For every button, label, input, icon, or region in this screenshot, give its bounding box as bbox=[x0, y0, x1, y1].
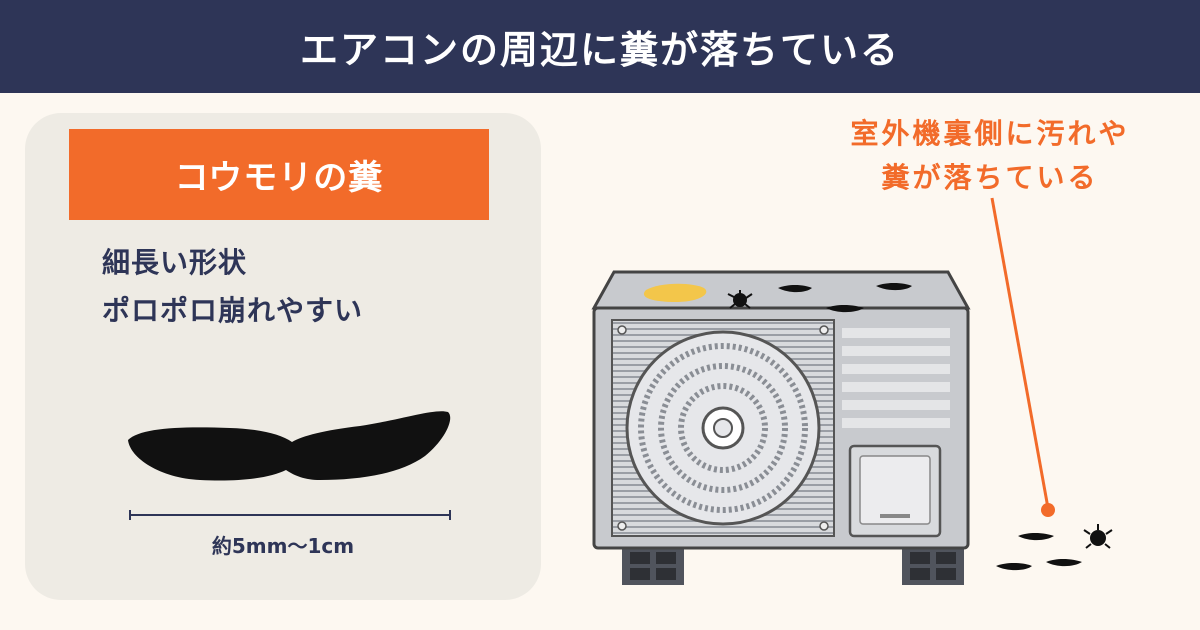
feature-crumbly: ポロポロ崩れやすい bbox=[102, 294, 364, 327]
callout-text: 室外機裏側に汚れや 糞が落ちている bbox=[800, 112, 1180, 200]
header-bar: エアコンの周辺に糞が落ちている bbox=[0, 0, 1200, 93]
unit-foot-left bbox=[622, 545, 684, 585]
unit-foot-right bbox=[902, 545, 964, 585]
bat-dropping-icon bbox=[128, 411, 451, 481]
air-conditioner-scene bbox=[591, 197, 1113, 585]
card-label: コウモリの糞 bbox=[69, 129, 489, 220]
stain-icon bbox=[643, 283, 707, 302]
feature-shape: 細長い形状 bbox=[102, 246, 248, 279]
info-card: コウモリの糞 細長い形状 ポロポロ崩れやすい 約5mm〜1cm bbox=[25, 113, 541, 600]
callout-line-2: 糞が落ちている bbox=[881, 161, 1099, 194]
callout-pointer-dot bbox=[1041, 503, 1055, 517]
bat-droppings-on-ground bbox=[996, 524, 1113, 571]
air-conditioner-outdoor-unit-icon bbox=[591, 270, 971, 550]
scale-bar bbox=[129, 510, 451, 520]
callout-pointer-line bbox=[990, 197, 1050, 509]
page-title: エアコンの周辺に糞が落ちている bbox=[299, 28, 900, 72]
callout-line-1: 室外機裏側に汚れや bbox=[850, 117, 1130, 150]
scale-label: 約5mm〜1cm bbox=[211, 534, 355, 558]
bat-droppings-on-unit bbox=[727, 282, 912, 313]
